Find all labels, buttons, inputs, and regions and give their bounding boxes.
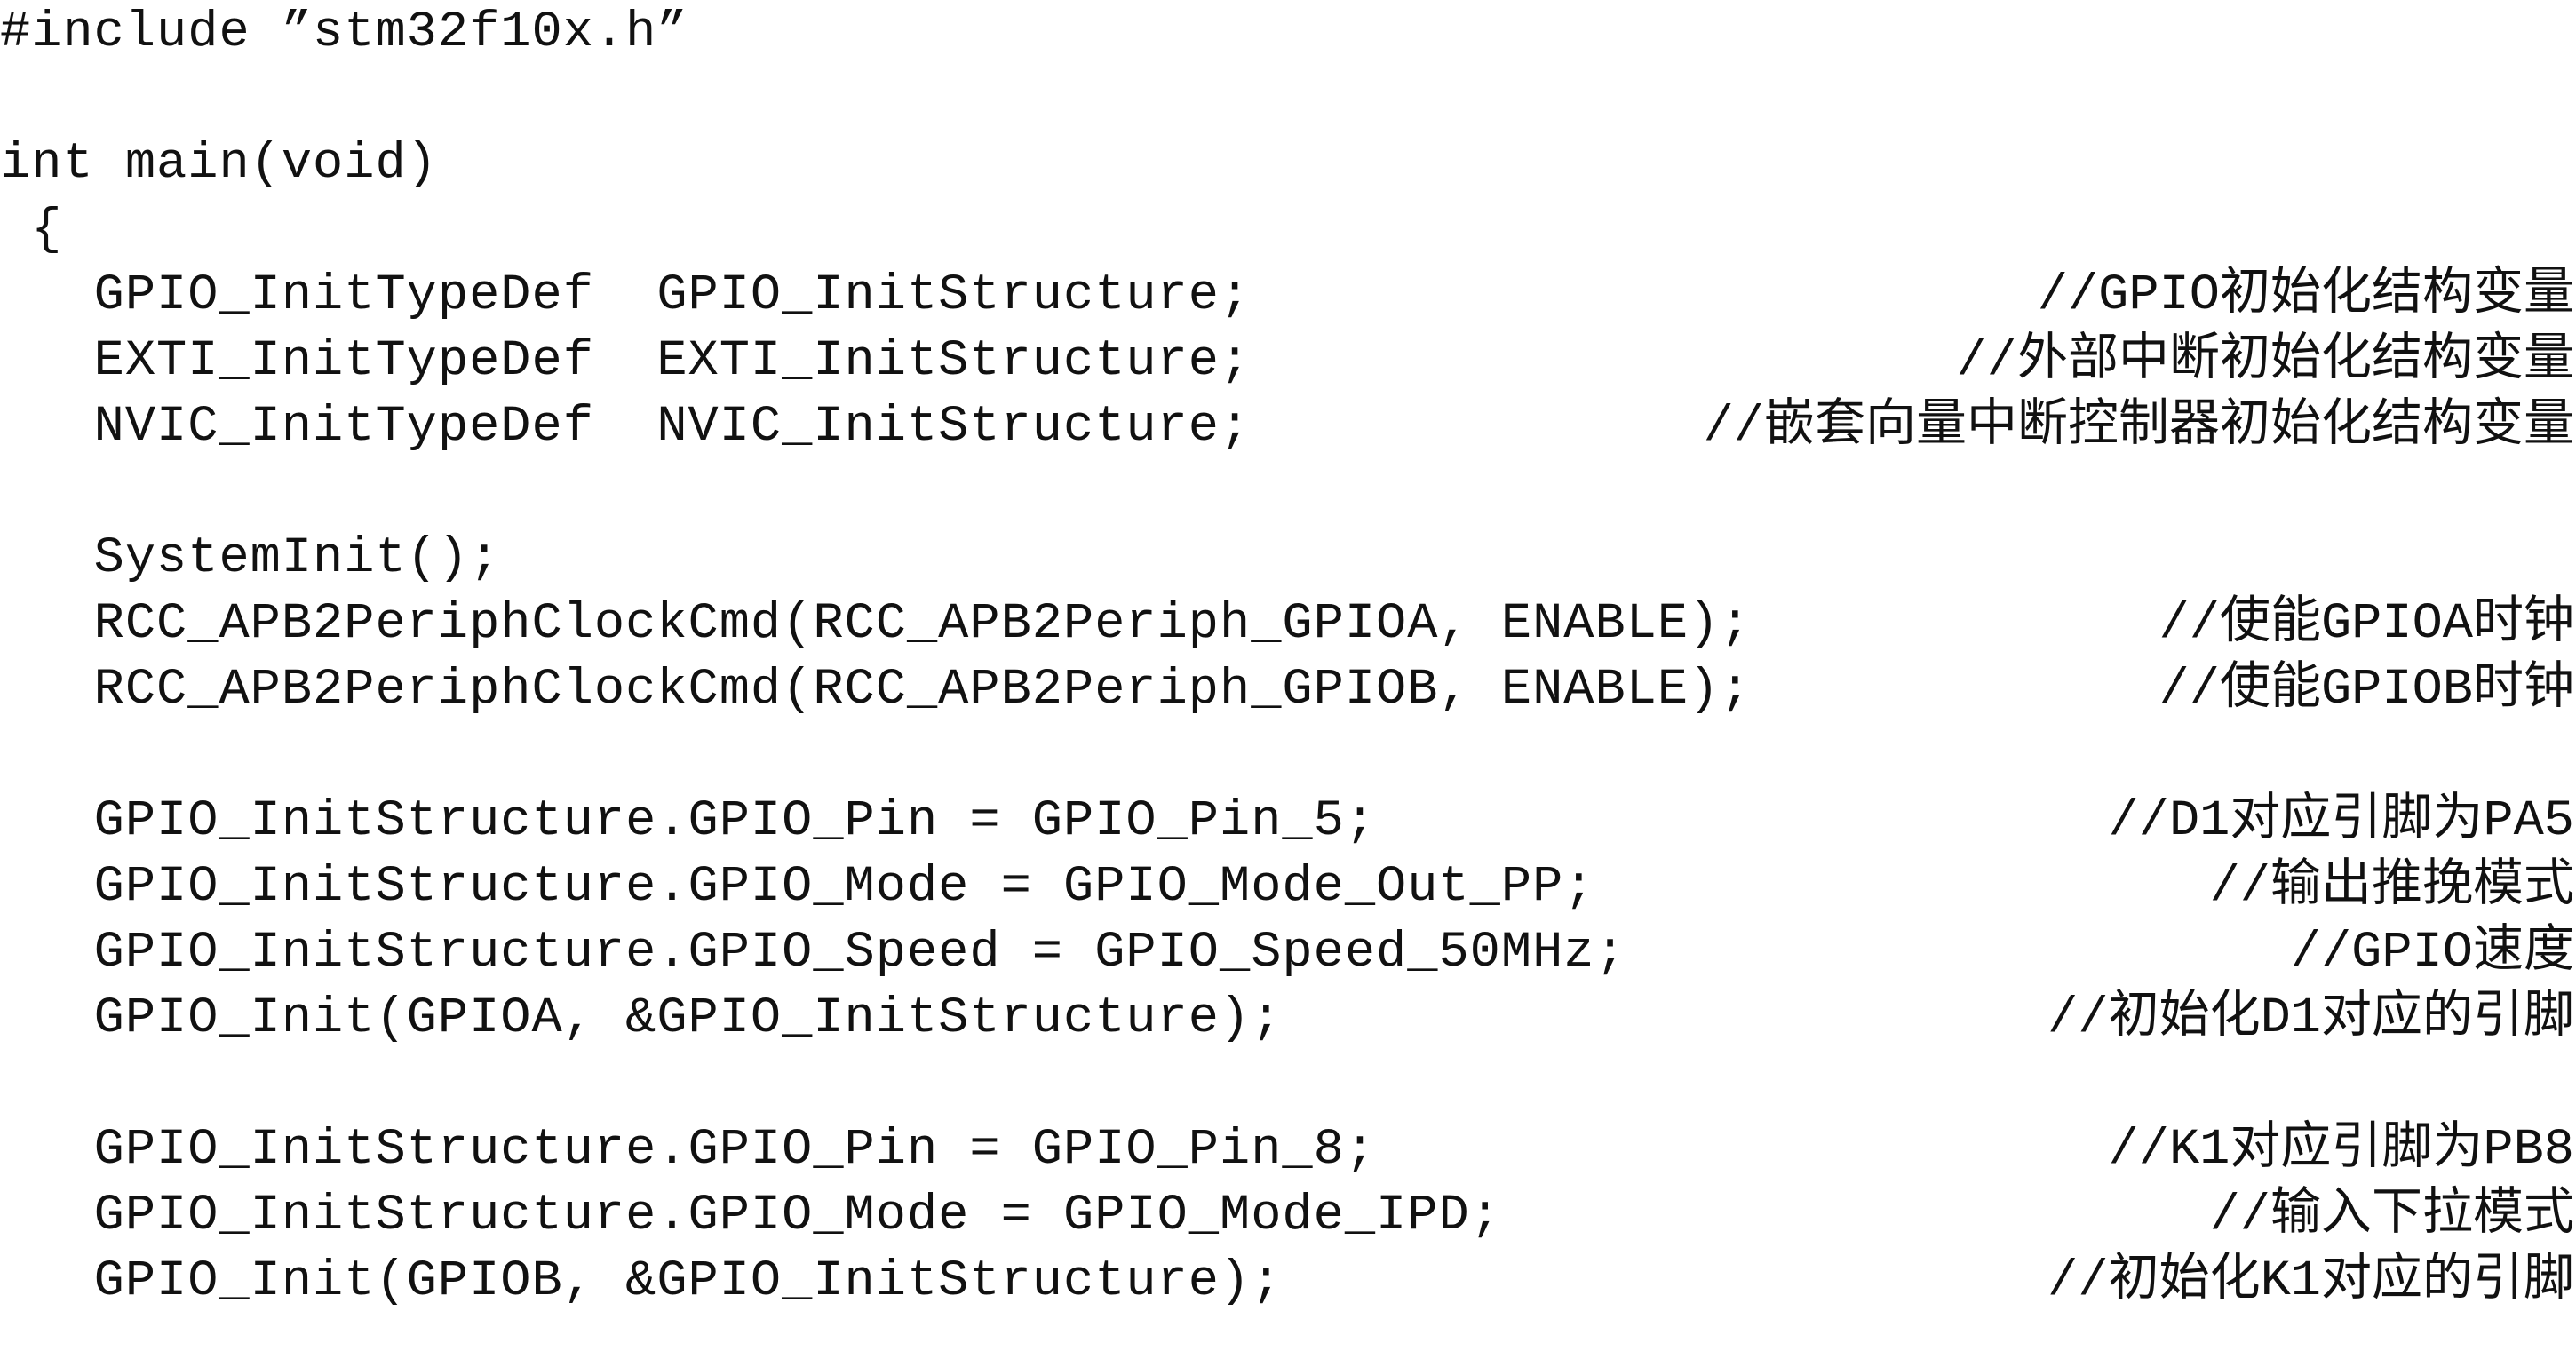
code-comment: //使能GPIOA时钟 (2159, 596, 2574, 653)
code-text: int main(void) (0, 136, 438, 193)
code-line-nvic-def: NVIC_InitTypeDef NVIC_InitStructure; //嵌… (0, 394, 2576, 460)
code-line-rcc-gpioa: RCC_APB2PeriphClockCmd(RCC_APB2Periph_GP… (0, 592, 2576, 657)
code-text: SystemInit(); (0, 530, 501, 587)
code-line-speed-50: GPIO_InitStructure.GPIO_Speed = GPIO_Spe… (0, 920, 2576, 986)
code-text: GPIO_InitStructure.GPIO_Pin = GPIO_Pin_8… (0, 1122, 1377, 1179)
code-text: GPIO_Init(GPIOA, &GPIO_InitStructure); (0, 990, 1283, 1047)
code-text: #include ”stm32f10x.h” (0, 4, 688, 61)
code-text: GPIO_Init(GPIOB, &GPIO_InitStructure); (0, 1253, 1283, 1310)
code-comment: //D1对应引脚为PA5 (2108, 793, 2574, 850)
code-text: NVIC_InitTypeDef NVIC_InitStructure; (0, 399, 1252, 456)
code-comment: //使能GPIOB时钟 (2159, 662, 2574, 719)
code-comment: //GPIO速度 (2290, 925, 2574, 982)
code-text: RCC_APB2PeriphClockCmd(RCC_APB2Periph_GP… (0, 596, 1752, 653)
code-text: RCC_APB2PeriphClockCmd(RCC_APB2Periph_GP… (0, 662, 1752, 719)
code-line-exti-def: EXTI_InitTypeDef EXTI_InitStructure; //外… (0, 329, 2576, 394)
code-text: { (0, 202, 63, 258)
code-text: GPIO_InitStructure.GPIO_Pin = GPIO_Pin_5… (0, 793, 1377, 850)
code-comment: //K1对应引脚为PB8 (2108, 1122, 2574, 1179)
code-line-include: #include ”stm32f10x.h” (0, 0, 2576, 66)
code-comment: //初始化D1对应的引脚 (2047, 990, 2574, 1047)
code-comment: //输出推挽模式 (2209, 859, 2574, 916)
code-line-gpio-def: GPIO_InitTypeDef GPIO_InitStructure; //G… (0, 263, 2576, 329)
code-text: GPIO_InitStructure.GPIO_Speed = GPIO_Spe… (0, 925, 1626, 982)
code-comment: //外部中断初始化结构变量 (1956, 333, 2574, 390)
code-text: GPIO_InitStructure.GPIO_Mode = GPIO_Mode… (0, 859, 1595, 916)
code-text: GPIO_InitStructure.GPIO_Mode = GPIO_Mode… (0, 1188, 1501, 1244)
code-comment: //嵌套向量中断控制器初始化结构变量 (1703, 399, 2574, 456)
code-line-pin5: GPIO_InitStructure.GPIO_Pin = GPIO_Pin_5… (0, 789, 2576, 854)
code-line-init-gpiob: GPIO_Init(GPIOB, &GPIO_InitStructure); /… (0, 1249, 2576, 1315)
code-line-rcc-gpiob: RCC_APB2PeriphClockCmd(RCC_APB2Periph_GP… (0, 657, 2576, 723)
code-line-mode-ipd: GPIO_InitStructure.GPIO_Mode = GPIO_Mode… (0, 1183, 2576, 1249)
code-line-main: int main(void) (0, 131, 2576, 197)
code-line-system-init: SystemInit(); (0, 526, 2576, 592)
code-comment: //初始化K1对应的引脚 (2047, 1253, 2574, 1310)
code-line-init-gpioa: GPIO_Init(GPIOA, &GPIO_InitStructure); /… (0, 986, 2576, 1052)
code-text: EXTI_InitTypeDef EXTI_InitStructure; (0, 333, 1252, 390)
code-comment: //输入下拉模式 (2209, 1188, 2574, 1244)
code-text: GPIO_InitTypeDef GPIO_InitStructure; (0, 267, 1252, 324)
code-line-pin8: GPIO_InitStructure.GPIO_Pin = GPIO_Pin_8… (0, 1117, 2576, 1183)
code-line-open-brace: { (0, 197, 2576, 263)
code-comment: //GPIO初始化结构变量 (2037, 267, 2574, 324)
code-line-mode-out-pp: GPIO_InitStructure.GPIO_Mode = GPIO_Mode… (0, 854, 2576, 920)
